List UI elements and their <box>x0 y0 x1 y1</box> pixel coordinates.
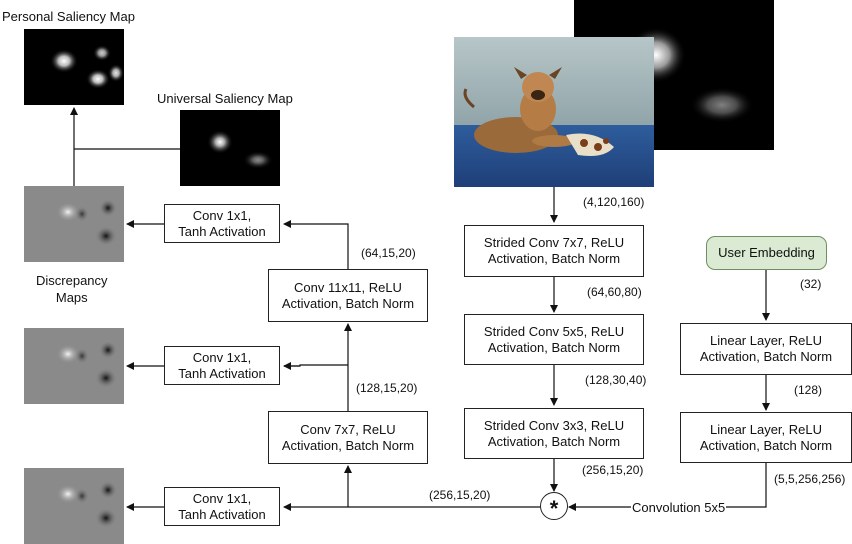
linear-layer-box-1: Linear Layer, ReLU Activation, Batch Nor… <box>680 323 852 375</box>
personal-map-title: Personal Saliency Map <box>2 9 135 24</box>
shape-label-32: (32) <box>800 277 822 291</box>
input-photo <box>454 37 654 187</box>
shape-label-5-5-256-256: (5,5,256,256) <box>774 472 846 486</box>
conv1x1-box-a: Conv 1x1, Tanh Activation <box>164 204 280 243</box>
personal-saliency-map <box>24 29 124 105</box>
discrepancy-map-3 <box>24 468 124 544</box>
discrepancy-map-1 <box>24 186 124 262</box>
universal-saliency-map <box>180 110 280 186</box>
conv11x11-box: Conv 11x11, ReLU Activation, Batch Norm <box>268 269 428 322</box>
arrow-conv11x11-to-conv1x1-a <box>283 220 349 269</box>
strided-conv3x3-box: Strided Conv 3x3, ReLU Activation, Batch… <box>464 408 644 459</box>
universal-map-title: Universal Saliency Map <box>157 91 293 106</box>
convolution-operator: * <box>540 492 568 520</box>
conv1x1-box-b: Conv 1x1, Tanh Activation <box>164 346 280 385</box>
shape-label-64-15-20: (64,15,20) <box>361 246 416 260</box>
discrepancy-maps-title: Discrepancy Maps <box>36 273 108 305</box>
shape-label-256-15-20-right: (256,15,20) <box>582 463 644 477</box>
shape-label-64-60-80: (64,60,80) <box>587 285 642 299</box>
linear-layer-box-2: Linear Layer, ReLU Activation, Batch Nor… <box>680 412 852 463</box>
conv7x7-box: Conv 7x7, ReLU Activation, Batch Norm <box>268 411 428 464</box>
strided-conv5x5-box: Strided Conv 5x5, ReLU Activation, Batch… <box>464 314 644 365</box>
shape-label-4-120-160: (4,120,160) <box>583 195 645 209</box>
convolution-5x5-label: Convolution 5x5 <box>631 500 727 515</box>
discrepancy-map-2 <box>24 328 124 404</box>
shape-label-256-15-20-left: (256,15,20) <box>429 488 491 502</box>
shape-label-128: (128) <box>794 383 823 397</box>
strided-conv7x7-box: Strided Conv 7x7, ReLU Activation, Batch… <box>464 225 644 277</box>
conv1x1-box-c: Conv 1x1, Tanh Activation <box>164 487 280 526</box>
shape-label-128-30-40: (128,30,40) <box>585 373 647 387</box>
shape-label-128-15-20: (128,15,20) <box>356 381 418 395</box>
user-embedding-box: User Embedding <box>706 236 827 270</box>
